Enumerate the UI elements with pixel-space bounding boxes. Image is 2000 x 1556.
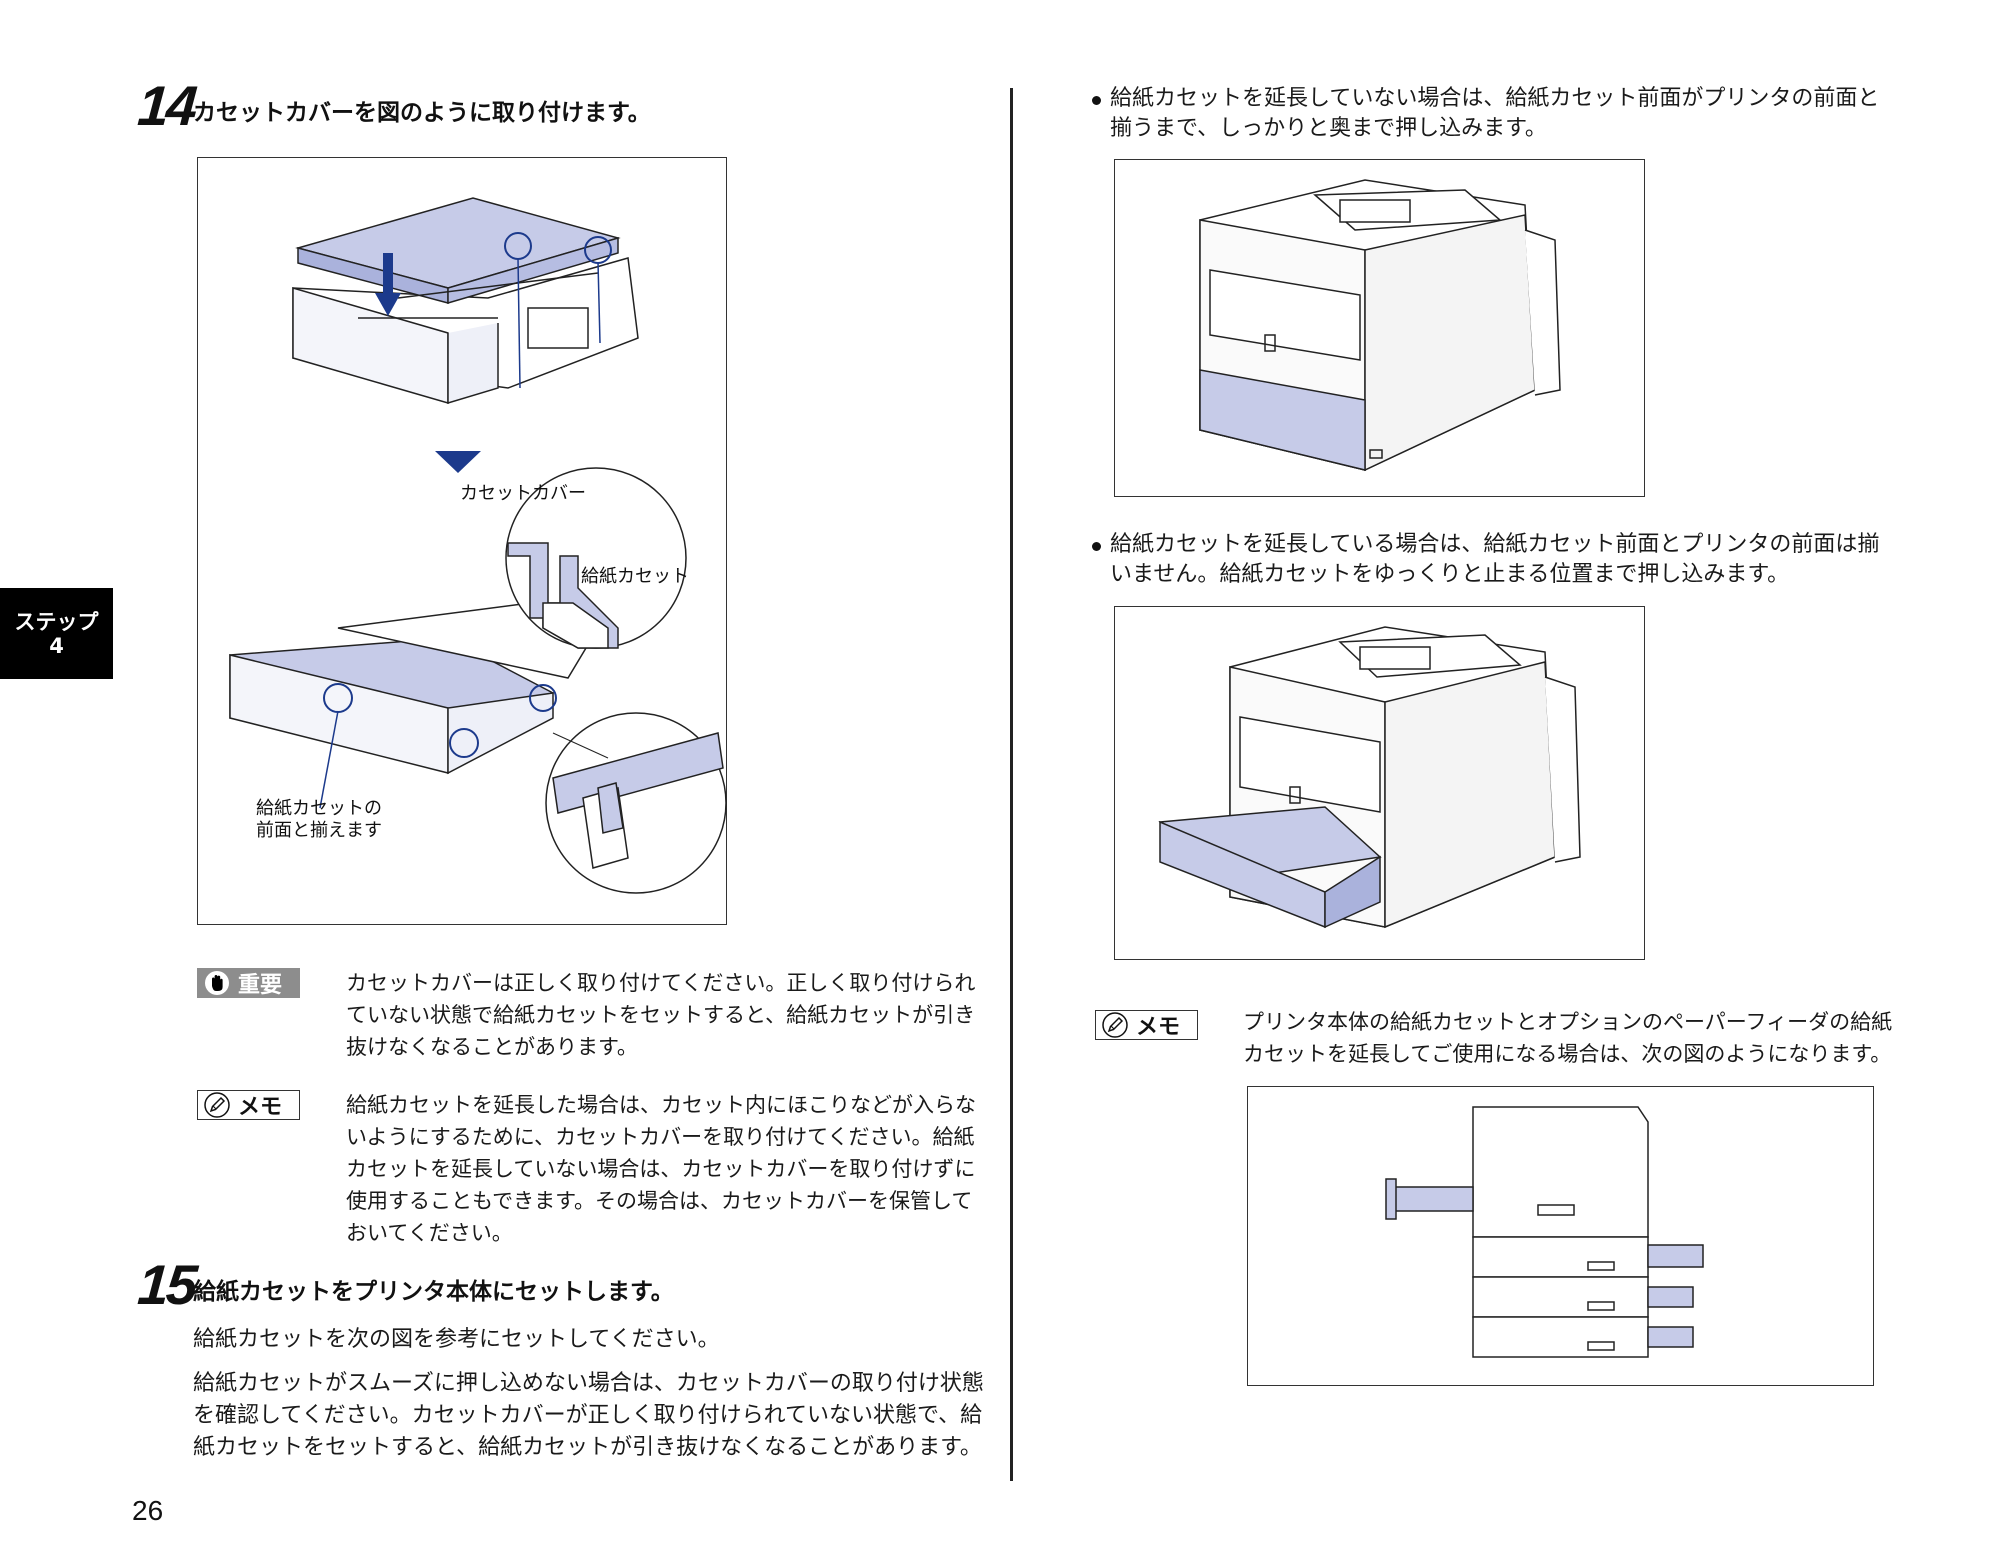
step-15-paragraph-1: 給紙カセットを次の図を参考にセットしてください。	[193, 1327, 720, 1352]
step-15-number: 15	[135, 1253, 197, 1316]
callout-paper-cassette: 給紙カセット	[581, 566, 689, 587]
printer-flush-illustration	[1199, 179, 1561, 472]
bullet-dot	[1092, 530, 1102, 590]
step-14-title: カセットカバーを図のように取り付けます。	[193, 100, 651, 126]
printer-feeders-illustration	[1385, 1106, 1704, 1358]
important-badge: 重要	[197, 968, 300, 998]
memo-label-2: メモ	[1136, 1015, 1181, 1040]
figure-printer-with-feeders	[1247, 1086, 1874, 1386]
callout-front-align-1: 給紙カセットの	[256, 798, 382, 819]
figure-cassette-cover-illustration	[229, 197, 727, 894]
important-text: カセットカバーは正しく取り付けてください。正しく取り付けられていない状態で給紙カ…	[346, 971, 976, 1059]
hand-stop-icon	[205, 971, 229, 995]
side-tab-line-2: 4	[49, 633, 64, 658]
memo-text-2: プリンタ本体の給紙カセットとオプションのペーパーフィーダの給紙カセットを延長して…	[1243, 1010, 1893, 1066]
important-label: 重要	[238, 973, 283, 998]
callout-cassette-cover: カセットカバー	[460, 483, 586, 504]
bullet-not-extended-text: 給紙カセットを延長していない場合は、給紙カセット前面がプリンタの前面と揃うまで、…	[1110, 86, 1880, 141]
figure-cassette-cover: カセットカバー 給紙カセット 給紙カセットの 前面と揃えます	[197, 157, 727, 925]
step-15-title: 給紙カセットをプリンタ本体にセットします。	[193, 1279, 674, 1305]
column-divider	[1010, 88, 1013, 1481]
memo-badge-1: メモ	[197, 1090, 300, 1120]
callout-front-align-2: 前面と揃えます	[256, 820, 382, 841]
bullet-extended-text: 給紙カセットを延長している場合は、給紙カセット前面とプリンタの前面は揃いません。…	[1110, 532, 1880, 587]
pencil-icon	[1102, 1012, 1128, 1038]
bullet-extended: 給紙カセットを延長している場合は、給紙カセット前面とプリンタの前面は揃いません。…	[1092, 530, 1892, 590]
page-number: 26	[132, 1495, 164, 1526]
pencil-icon	[204, 1092, 230, 1118]
memo-text-1: 給紙カセットを延長した場合は、カセット内にほこりなどが入らないようにするために、…	[346, 1093, 976, 1245]
step-14-number: 14	[135, 74, 197, 137]
memo-label-1: メモ	[238, 1095, 283, 1120]
figure-printer-cassette-extended	[1114, 606, 1645, 960]
bullet-not-extended: 給紙カセットを延長していない場合は、給紙カセット前面がプリンタの前面と揃うまで、…	[1092, 84, 1892, 144]
bullet-dot	[1092, 84, 1102, 144]
memo-badge-2: メモ	[1095, 1010, 1198, 1040]
step-15-paragraph-2: 給紙カセットがスムーズに押し込めない場合は、カセットカバーの取り付け状態を確認し…	[193, 1371, 984, 1460]
printer-extended-illustration	[1158, 626, 1581, 929]
figure-printer-cassette-flush	[1114, 159, 1645, 497]
side-tab-step: ステップ 4	[0, 588, 113, 679]
side-tab-line-1: ステップ	[14, 609, 99, 634]
